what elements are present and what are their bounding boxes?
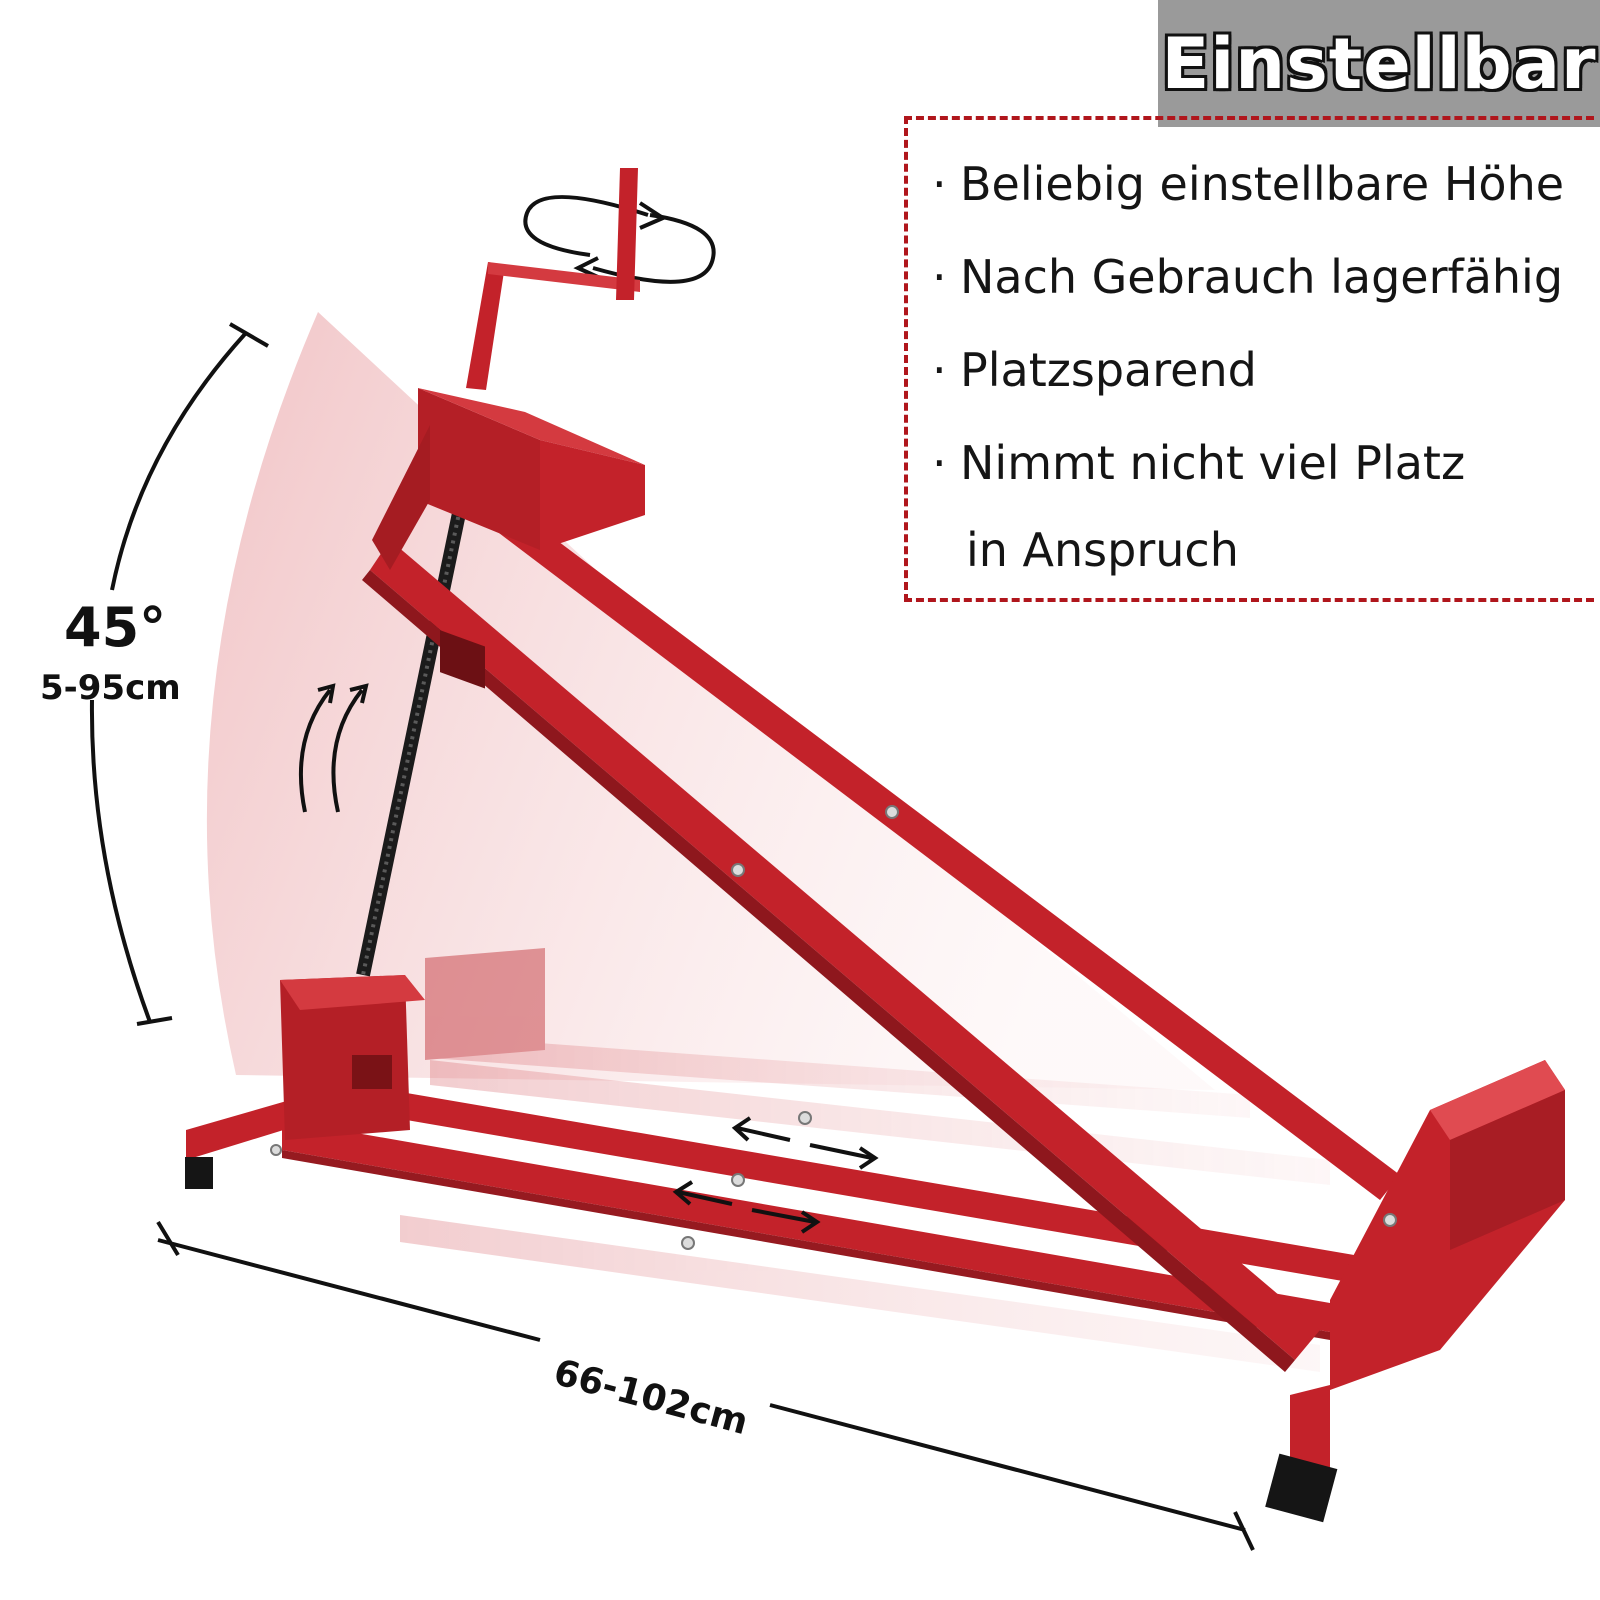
bullet-icon: ·	[932, 157, 947, 211]
frame-bolts	[270, 805, 1397, 1250]
feature-item: ·Platzsparend	[932, 324, 1594, 417]
feature-list: ·Beliebig einstellbare Höhe ·Nach Gebrau…	[932, 138, 1594, 590]
feature-list-box: ·Beliebig einstellbare Höhe ·Nach Gebrau…	[904, 116, 1594, 602]
angle-label: 45°	[64, 596, 167, 659]
bullet-icon: ·	[932, 436, 947, 490]
page-title: Einstellbar	[1161, 22, 1597, 105]
lift-arrows-icon	[298, 683, 369, 813]
rotate-arrows-icon	[523, 195, 716, 284]
height-range-label: 5-95cm	[40, 668, 181, 708]
slide-arrows-icon	[672, 1116, 879, 1234]
length-dimension	[156, 1220, 1255, 1551]
bullet-icon: ·	[932, 250, 947, 304]
title-banner: Einstellbar	[1158, 0, 1600, 127]
height-dimension	[89, 322, 270, 1026]
lift-frame	[185, 168, 1565, 1523]
feature-item: ·Nach Gebrauch lagerfähig	[932, 231, 1594, 324]
bullet-icon: ·	[932, 343, 947, 397]
feature-item: ·Beliebig einstellbare Höhe	[932, 138, 1594, 231]
